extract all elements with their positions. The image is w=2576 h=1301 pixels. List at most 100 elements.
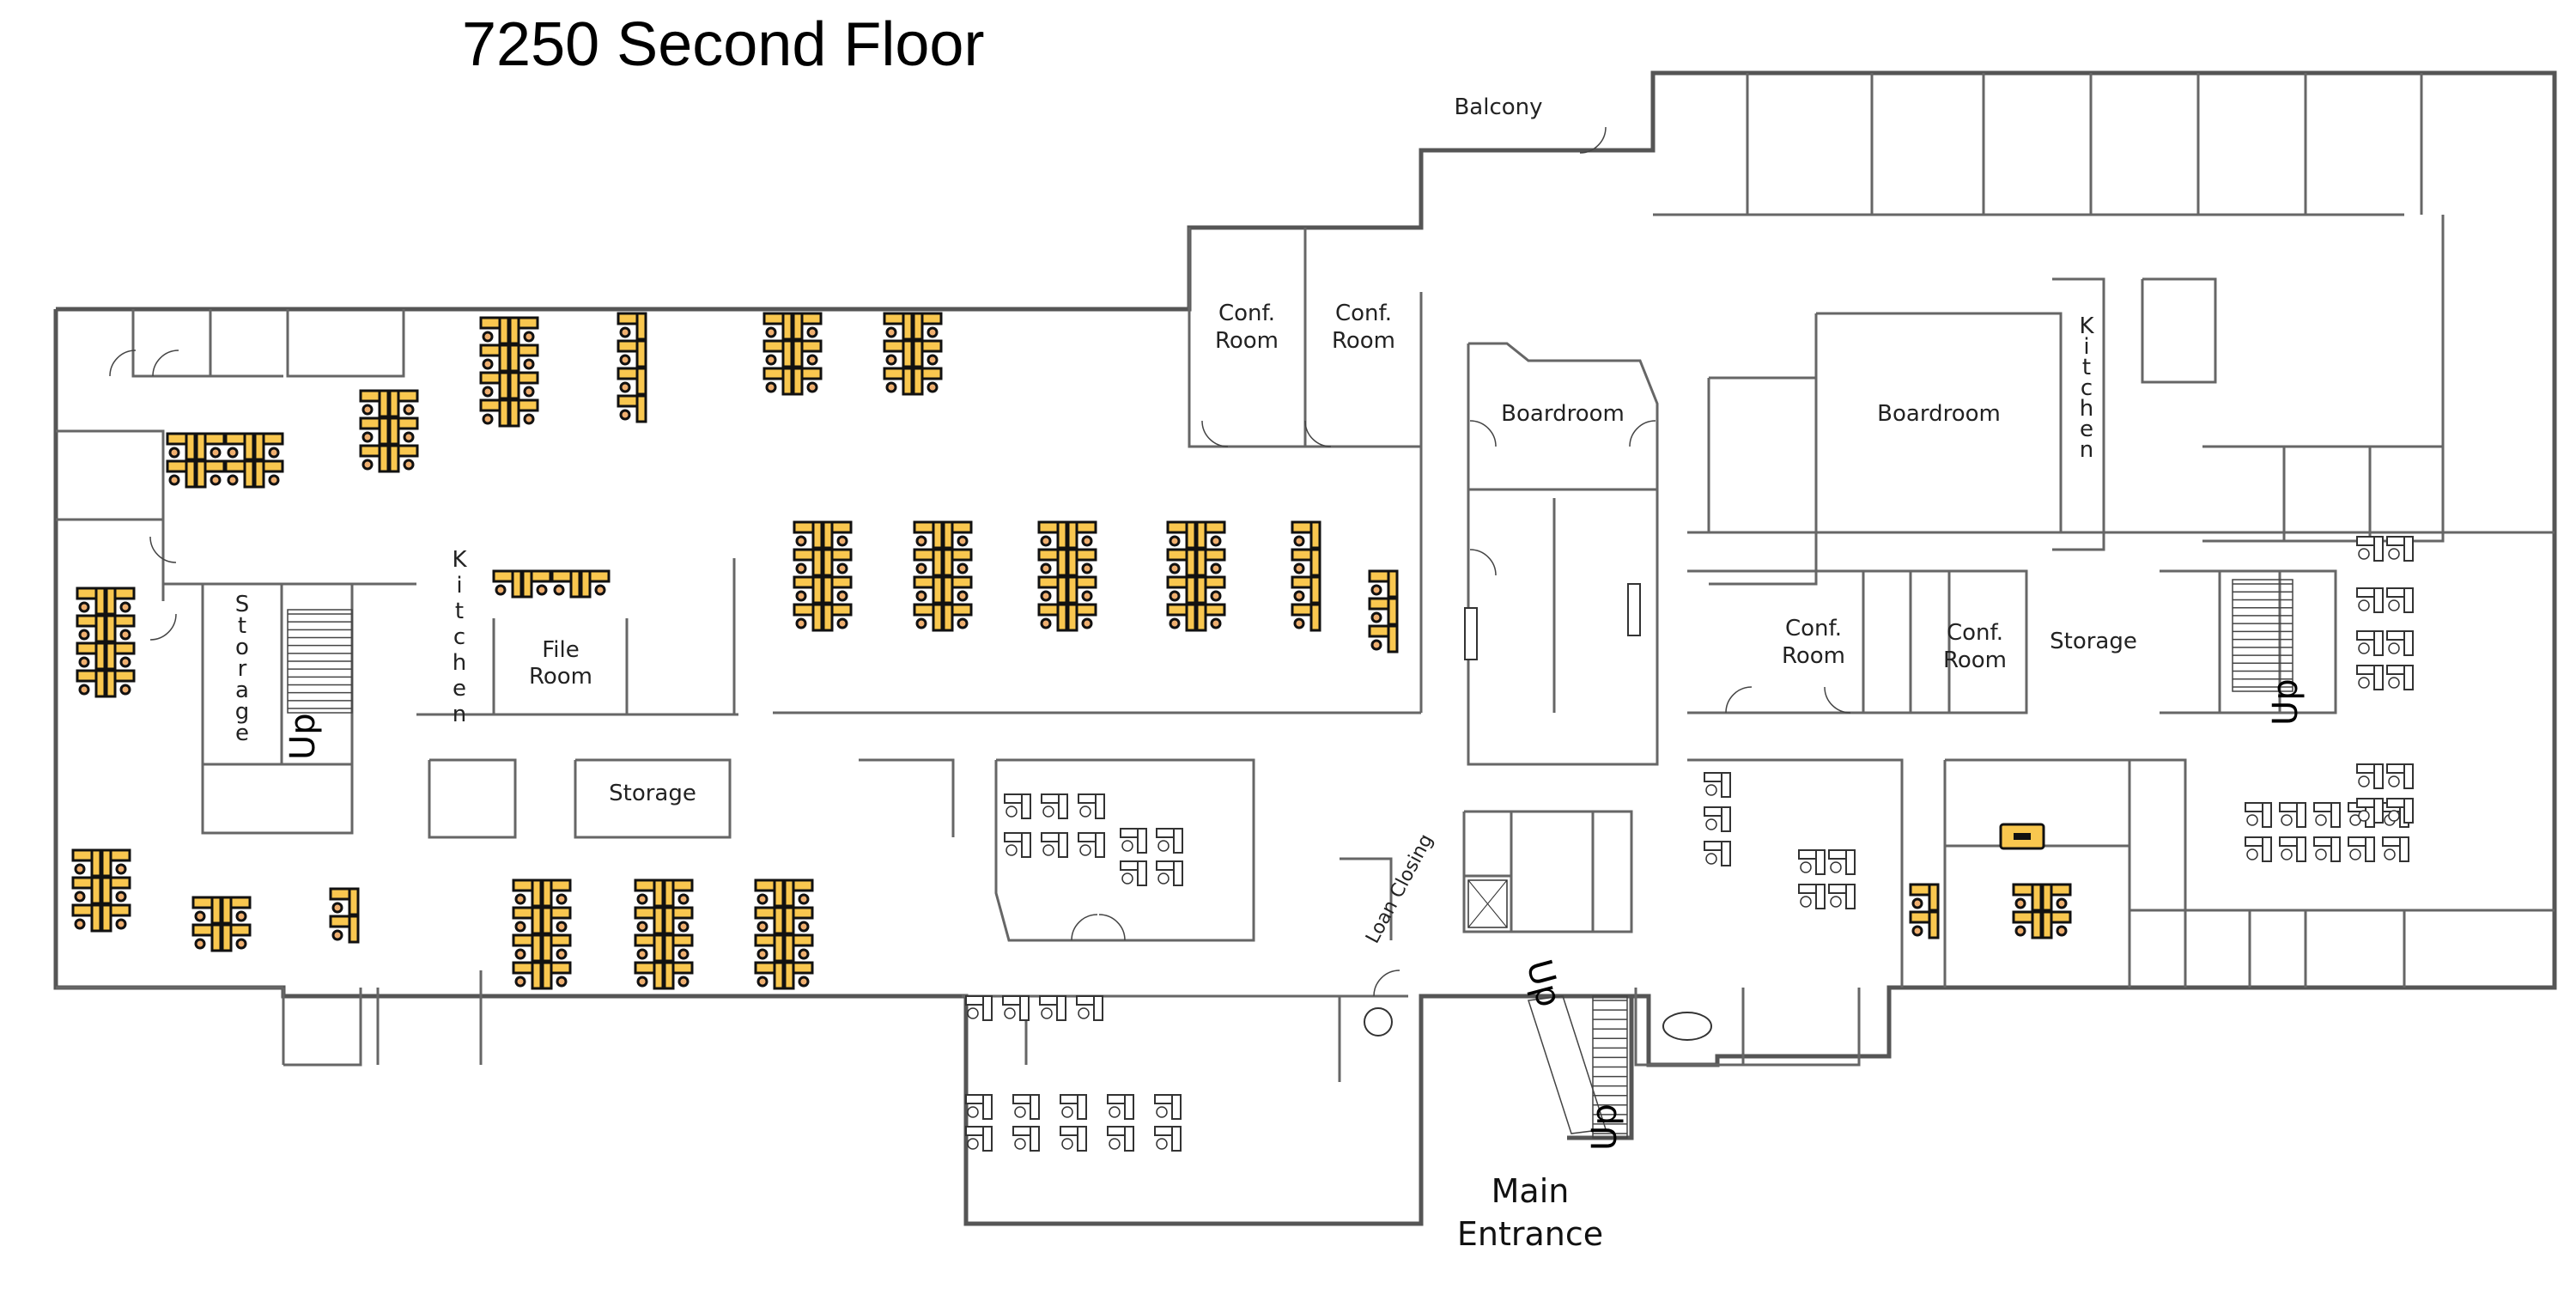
workstation-unassigned	[2386, 763, 2414, 789]
workstation	[793, 548, 823, 577]
workstation	[1909, 883, 1940, 912]
chair	[967, 1106, 979, 1118]
unassigned-workstations	[965, 536, 2414, 1152]
chair	[795, 617, 807, 629]
workstation	[883, 312, 914, 341]
workstation	[541, 933, 572, 963]
chair	[1014, 1138, 1026, 1150]
chair	[1042, 844, 1054, 856]
workstation	[762, 367, 793, 396]
workstation-unassigned	[1004, 793, 1031, 819]
chair	[210, 447, 222, 459]
chair	[2246, 848, 2258, 860]
workstation	[1195, 520, 1226, 550]
chair	[1169, 535, 1181, 547]
workstation-unassigned	[1039, 995, 1066, 1021]
chair	[227, 474, 239, 486]
chair	[119, 684, 131, 696]
workstation-unassigned	[1107, 1126, 1134, 1152]
chair	[619, 354, 631, 366]
chair	[361, 404, 374, 416]
workstation	[76, 669, 106, 698]
chair	[403, 459, 415, 471]
workstation-unassigned	[1041, 793, 1068, 819]
chair	[2056, 925, 2068, 937]
chair	[495, 584, 507, 596]
workstation	[1066, 575, 1097, 605]
workstation	[754, 906, 785, 935]
workstation	[912, 367, 943, 396]
chair	[967, 1138, 979, 1150]
workstation	[1195, 603, 1226, 632]
workstation	[822, 520, 853, 550]
room-label-conf-2-line2: Room	[1332, 328, 1395, 354]
chair	[1911, 897, 1923, 909]
chair	[915, 590, 927, 602]
chair	[556, 921, 568, 933]
workstation	[512, 961, 543, 990]
workstation	[754, 961, 785, 990]
chair	[553, 584, 565, 596]
room-label-balcony: Balcony	[1454, 94, 1542, 120]
workstation	[329, 915, 360, 944]
workstation	[195, 432, 226, 461]
chair	[119, 629, 131, 641]
workstation-unassigned	[1012, 1094, 1040, 1120]
chair	[523, 358, 535, 370]
chair	[957, 590, 969, 602]
chair	[1109, 1138, 1121, 1150]
workstation	[388, 389, 419, 418]
room-label-boardroom-east: Boardroom	[1877, 401, 2001, 427]
workstation-unassigned	[2313, 802, 2341, 828]
workstation	[762, 312, 793, 341]
chair	[78, 656, 90, 668]
chair	[1081, 617, 1093, 629]
workstation	[2012, 910, 2043, 939]
workstation	[617, 312, 647, 341]
chair	[957, 617, 969, 629]
chair	[1157, 872, 1170, 885]
chair	[765, 326, 777, 338]
stair-label-west: Up	[283, 713, 323, 760]
chair	[636, 976, 648, 988]
round-table-south	[1364, 1007, 1712, 1041]
workstation-unassigned	[1041, 832, 1068, 858]
chair	[1210, 617, 1222, 629]
workstation	[71, 848, 102, 878]
workstation	[617, 394, 647, 423]
workstation	[71, 903, 102, 933]
workstation-unassigned	[2279, 836, 2306, 862]
chair	[1004, 1007, 1016, 1019]
chair	[885, 354, 897, 366]
chair	[119, 656, 131, 668]
chair	[756, 921, 769, 933]
workstation-unassigned	[1156, 828, 1183, 854]
room-label-conf-3-line2: Room	[1782, 643, 1845, 669]
workstation-unassigned	[2356, 587, 2384, 613]
chair	[836, 535, 848, 547]
workstation	[663, 878, 694, 908]
conference-table-east	[1999, 823, 2045, 850]
chair	[765, 354, 777, 366]
chair	[74, 863, 86, 875]
workstation	[492, 569, 523, 599]
workstation	[100, 848, 131, 878]
workstation-unassigned	[1704, 806, 1731, 832]
workstation	[1066, 520, 1097, 550]
workstation-unassigned	[1828, 849, 1856, 875]
room-label-conf-1-line1: Conf.	[1218, 301, 1275, 326]
chair	[1705, 853, 1717, 865]
chair	[1800, 861, 1812, 873]
chair	[1121, 872, 1133, 885]
workstation	[550, 569, 581, 599]
workstation	[1368, 624, 1399, 654]
room-label-conf-4-line1: Conf.	[1947, 620, 2003, 646]
chair	[514, 976, 526, 988]
workstation	[942, 520, 973, 550]
chair	[927, 354, 939, 366]
workstation	[663, 961, 694, 990]
chair	[1061, 1106, 1073, 1118]
workstation	[1166, 548, 1197, 577]
chair	[798, 893, 810, 905]
